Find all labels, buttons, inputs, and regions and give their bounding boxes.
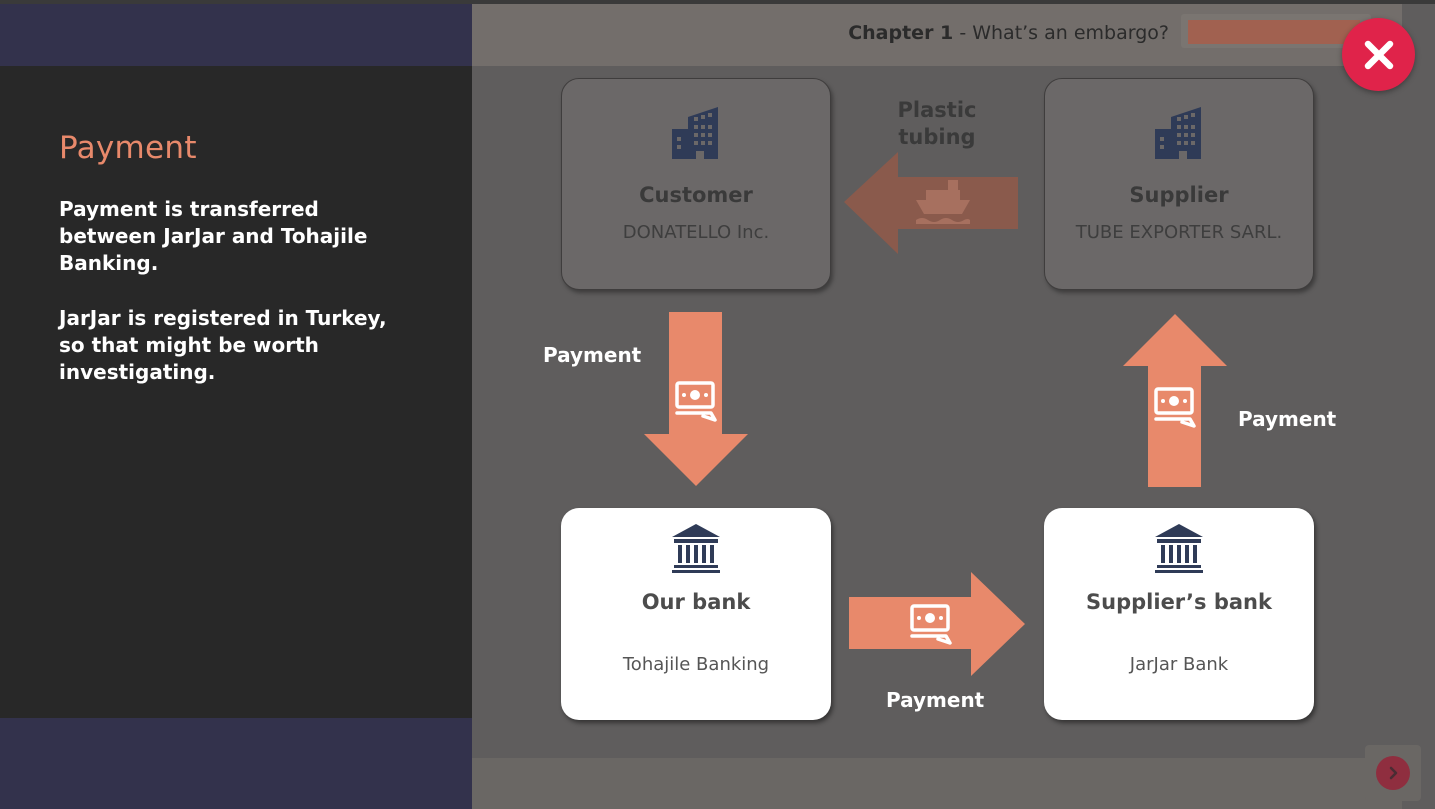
side-panel-paragraph-2: JarJar is registered in Turkey, so that … — [59, 306, 387, 384]
chevron-right-icon — [1389, 766, 1398, 780]
our-bank-title: Our bank — [641, 590, 751, 614]
bank-icon — [672, 524, 720, 573]
payment-label-right: Payment — [1238, 407, 1337, 431]
payment-arrow-right — [849, 572, 1025, 676]
side-panel-bottom-band — [0, 718, 472, 809]
next-button-circle — [1376, 756, 1410, 790]
payment-label-left: Payment — [543, 343, 642, 367]
supplier-bank-name: JarJar Bank — [1129, 654, 1229, 675]
supplier-name: TUBE EXPORTER SARL. — [1075, 222, 1283, 243]
header-right-strip — [1402, 4, 1435, 809]
shipment-label-line-2: tubing — [898, 125, 976, 149]
money-icon — [675, 381, 717, 422]
customer-title: Customer — [639, 183, 753, 207]
customer-card: Customer DONATELLO Inc. — [561, 78, 831, 290]
side-panel-top-band — [0, 4, 472, 66]
money-icon — [910, 604, 952, 645]
building-icon — [1155, 107, 1201, 159]
close-button[interactable] — [1342, 18, 1415, 91]
supplier-title: Supplier — [1129, 183, 1229, 207]
building-icon — [672, 107, 718, 159]
customer-name: DONATELLO Inc. — [622, 222, 770, 243]
window-top-edge — [0, 0, 1435, 4]
side-panel-paragraph-1: Payment is transferred between JarJar an… — [59, 197, 368, 275]
payment-label-bottom: Payment — [886, 688, 985, 712]
supplier-card: Supplier TUBE EXPORTER SARL. — [1044, 78, 1314, 290]
our-bank-name: Tohajile Banking — [622, 654, 770, 675]
progress-fill — [1188, 20, 1360, 44]
money-icon — [1154, 387, 1196, 428]
chapter-label: Chapter 1 — [848, 22, 954, 44]
ship-icon — [916, 180, 970, 224]
shipment-label: Plastic tubing — [885, 97, 989, 151]
chapter-title: What’s an embargo? — [972, 22, 1169, 44]
supplier-bank-title: Supplier’s bank — [1086, 590, 1272, 614]
bank-icon — [1155, 524, 1203, 573]
our-bank-card: Our bank Tohajile Banking — [561, 508, 831, 720]
side-panel-title: Payment — [59, 130, 197, 166]
footer-bar — [472, 758, 1402, 809]
chapter-separator: - — [953, 22, 973, 44]
shipment-label-line-1: Plastic — [897, 98, 977, 122]
chapter-heading: Chapter 1 - What’s an embargo? — [848, 22, 1169, 44]
side-panel — [0, 66, 472, 718]
next-button[interactable] — [1365, 745, 1421, 801]
close-icon — [1364, 40, 1393, 69]
supplier-bank-card: Supplier’s bank JarJar Bank — [1044, 508, 1314, 720]
